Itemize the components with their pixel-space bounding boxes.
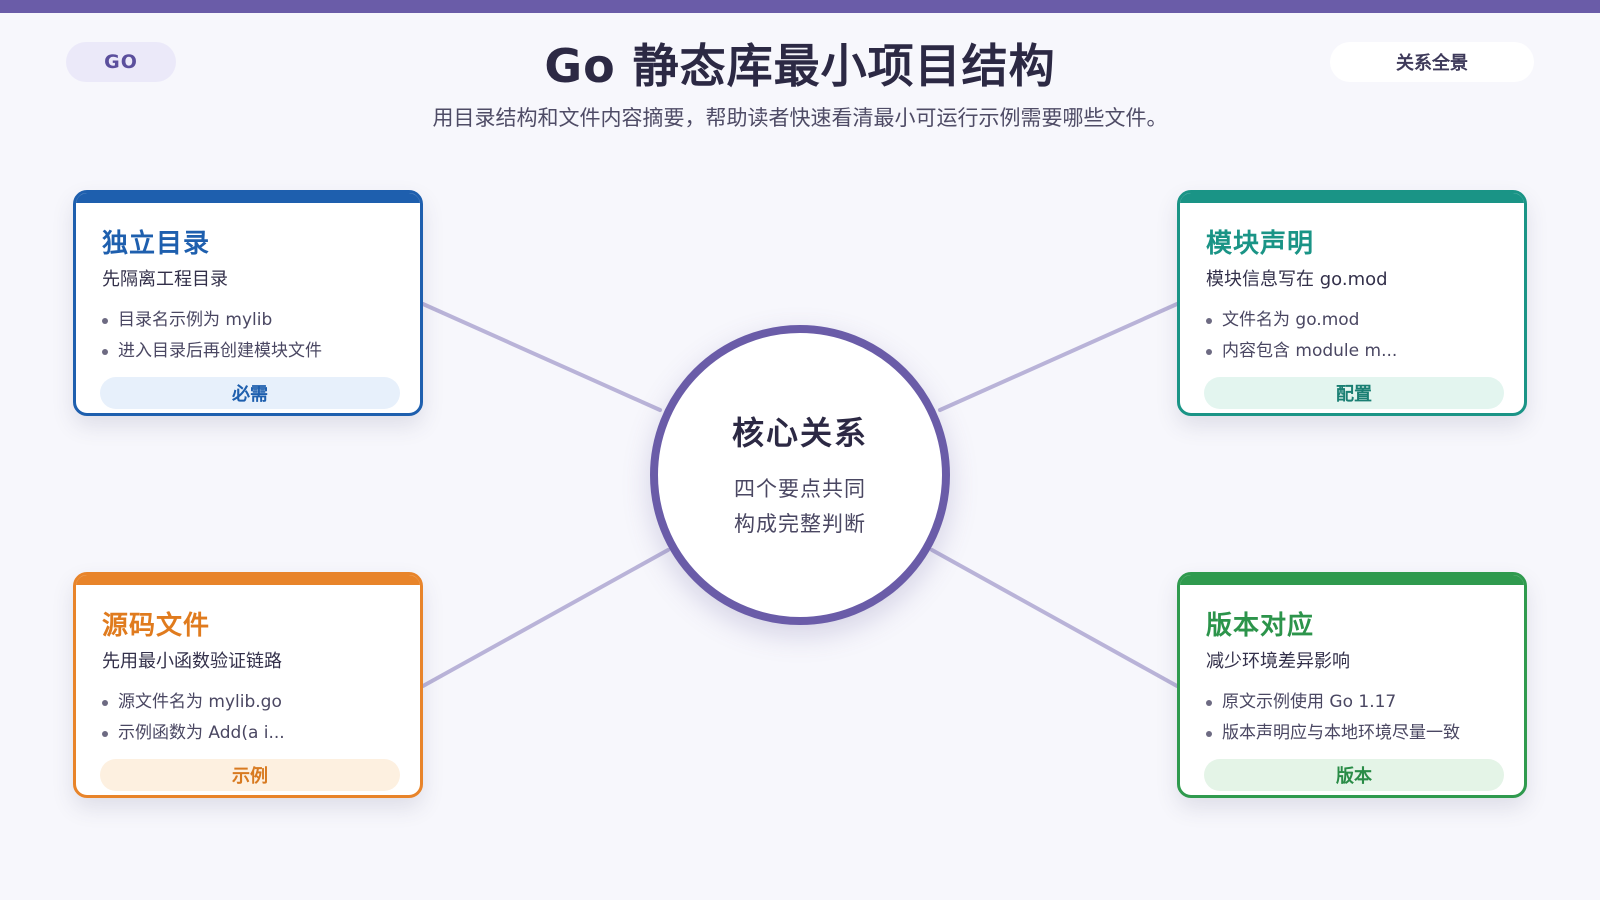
card-bullets: 文件名为 go.mod 内容包含 module m... xyxy=(1206,305,1397,367)
core-hub: 核心关系 四个要点共同 构成完整判断 xyxy=(650,325,950,625)
bullet-text: 版本声明应与本地环境尽量一致 xyxy=(1222,723,1460,743)
card-title: 版本对应 xyxy=(1206,611,1315,641)
page-subtitle: 用目录结构和文件内容摘要，帮助读者快速看清最小可运行示例需要哪些文件。 xyxy=(432,106,1168,130)
card-bullets: 源文件名为 mylib.go 示例函数为 Add(a i... xyxy=(102,687,285,749)
card-subtitle: 模块信息写在 go.mod xyxy=(1206,269,1388,290)
card-bullets: 目录名示例为 mylib 进入目录后再创建模块文件 xyxy=(102,305,322,367)
card-independent-directory: 独立目录 先隔离工程目录 目录名示例为 mylib 进入目录后再创建模块文件 必… xyxy=(73,190,423,416)
list-item: 示例函数为 Add(a i... xyxy=(102,718,285,749)
list-item: 进入目录后再创建模块文件 xyxy=(102,336,322,367)
bullet-text: 目录名示例为 mylib xyxy=(118,310,273,330)
card-source-file: 源码文件 先用最小函数验证链路 源文件名为 mylib.go 示例函数为 Add… xyxy=(73,572,423,798)
hub-description: 四个要点共同 构成完整判断 xyxy=(734,472,866,542)
card-subtitle: 先隔离工程目录 xyxy=(102,269,228,290)
card-bullets: 原文示例使用 Go 1.17 版本声明应与本地环境尽量一致 xyxy=(1206,687,1460,749)
card-cap xyxy=(1180,575,1524,585)
list-item: 内容包含 module m... xyxy=(1206,336,1397,367)
card-subtitle: 减少环境差异影响 xyxy=(1206,651,1350,672)
bullet-text: 原文示例使用 Go 1.17 xyxy=(1222,692,1397,712)
bullet-icon xyxy=(102,699,108,706)
list-item: 文件名为 go.mod xyxy=(1206,305,1397,336)
top-accent-bar xyxy=(0,0,1600,13)
bullet-icon xyxy=(1206,317,1212,324)
bullet-icon xyxy=(1206,730,1212,737)
bullet-icon xyxy=(102,317,108,324)
hub-title: 核心关系 xyxy=(731,414,868,452)
connector-dir xyxy=(421,302,662,412)
list-item: 版本声明应与本地环境尽量一致 xyxy=(1206,718,1460,749)
bullet-text: 文件名为 go.mod xyxy=(1222,310,1360,330)
bullet-text: 示例函数为 Add(a i... xyxy=(118,723,285,743)
list-item: 源文件名为 mylib.go xyxy=(102,687,285,718)
card-badge: 配置 xyxy=(1204,377,1504,409)
bullet-text: 内容包含 module m... xyxy=(1222,341,1398,361)
overview-button[interactable]: 关系全景 xyxy=(1330,42,1534,82)
bullet-text: 源文件名为 mylib.go xyxy=(118,692,282,712)
connector-source xyxy=(421,548,670,688)
bullet-icon xyxy=(1206,699,1212,706)
topic-tag: GO xyxy=(66,42,176,82)
list-item: 原文示例使用 Go 1.17 xyxy=(1206,687,1460,718)
card-title: 模块声明 xyxy=(1206,229,1315,259)
card-subtitle: 先用最小函数验证链路 xyxy=(102,651,282,672)
hub-line-1: 四个要点共同 xyxy=(734,477,866,501)
bullet-text: 进入目录后再创建模块文件 xyxy=(118,341,322,361)
card-badge: 必需 xyxy=(100,377,400,409)
card-title: 独立目录 xyxy=(102,229,211,259)
bullet-icon xyxy=(102,348,108,355)
card-badge: 版本 xyxy=(1204,759,1504,791)
card-cap xyxy=(76,575,420,585)
card-version-match: 版本对应 减少环境差异影响 原文示例使用 Go 1.17 版本声明应与本地环境尽… xyxy=(1177,572,1527,798)
bullet-icon xyxy=(102,730,108,737)
card-cap xyxy=(1180,193,1524,203)
card-title: 源码文件 xyxy=(102,611,211,641)
card-module-declaration: 模块声明 模块信息写在 go.mod 文件名为 go.mod 内容包含 modu… xyxy=(1177,190,1527,416)
connector-module xyxy=(938,302,1179,412)
card-badge: 示例 xyxy=(100,759,400,791)
card-cap xyxy=(76,193,420,203)
bullet-icon xyxy=(1206,348,1212,355)
hub-line-2: 构成完整判断 xyxy=(734,512,866,536)
list-item: 目录名示例为 mylib xyxy=(102,305,322,336)
page-title: Go 静态库最小项目结构 xyxy=(544,39,1056,93)
connector-version xyxy=(930,548,1179,688)
